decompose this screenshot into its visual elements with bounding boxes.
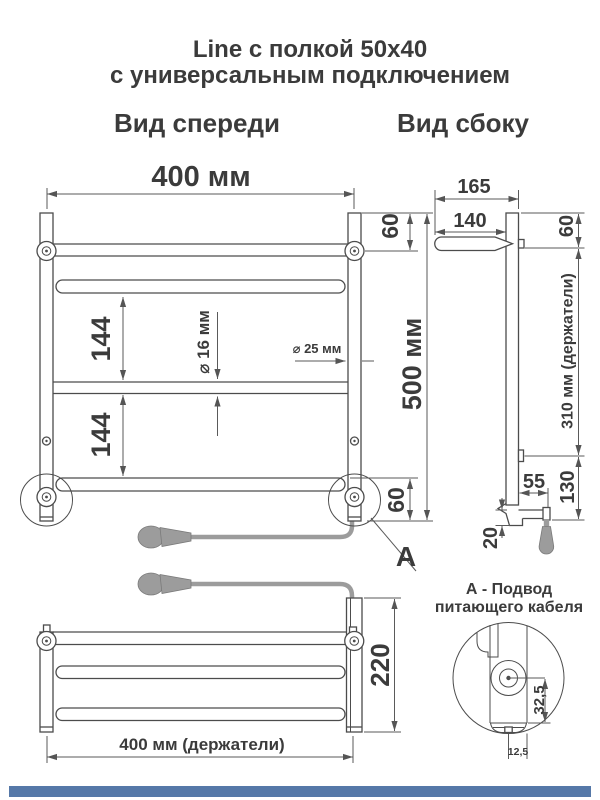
detail-a-title-1: А - Подвод <box>466 581 552 598</box>
detail-a-title-2: питающего кабеля <box>435 599 583 616</box>
power-plug-icon <box>538 526 555 555</box>
dim-front-right-lines <box>350 212 433 522</box>
dim-side-top-offset: 60 <box>556 215 578 237</box>
mid-screws <box>41 436 360 446</box>
dim-shelf-holder-width: 400 мм (держатели) <box>119 735 284 754</box>
wall-bracket-top-right <box>344 240 365 262</box>
front-view: 400 мм <box>20 161 433 603</box>
power-cable-shelf <box>137 572 355 603</box>
side-foot-outlet <box>496 502 555 555</box>
dim-detail-center-offset: 32,5 <box>531 685 548 714</box>
shelf-view: 220 400 мм (держатели) <box>36 597 401 763</box>
side-view-label: Вид сбоку <box>397 108 530 138</box>
shelf-holders <box>36 597 365 733</box>
detail-marker-label: А <box>396 541 416 572</box>
dim-front-height: 500 мм <box>397 318 427 411</box>
dim-side-holder-span: 310 мм (держатели) <box>560 273 577 429</box>
side-wall-mount-top <box>517 238 525 249</box>
dim-side-foot-height: 20 <box>480 527 502 549</box>
detail-callout-circles <box>20 473 381 527</box>
dim-side-lower-span: 130 <box>557 470 579 503</box>
dim-post-diameter: ⌀ 25 мм <box>293 341 342 356</box>
cable-connector <box>543 519 550 526</box>
dim-front-bottom-offset: 60 <box>383 487 409 513</box>
power-cable-front <box>137 518 355 549</box>
front-view-label: Вид спереди <box>114 108 280 138</box>
dim-side-top-lines <box>434 190 519 236</box>
dim-detail-cable-offset: 12,5 <box>508 746 529 758</box>
dim-rung-gap-2: 144 <box>86 412 116 457</box>
wall-bracket-top-left <box>36 240 57 262</box>
dim-rung-gap-1: 144 <box>86 316 116 361</box>
title-line-2: с универсальным подключением <box>110 62 510 89</box>
dim-tube-diameter: ⌀ 16 мм <box>194 310 213 374</box>
detail-a-circle <box>452 622 565 734</box>
page-title: Line с полкой 50х40 с универсальным подк… <box>110 36 510 89</box>
dim-side-outlet-depth: 55 <box>523 471 545 493</box>
dim-side-shelf-depth: 140 <box>453 210 486 232</box>
detail-a-geometry <box>476 624 528 734</box>
dim-shelf-height: 220 <box>365 643 395 686</box>
side-post <box>505 212 520 506</box>
dim-detail-lines <box>508 677 551 759</box>
accent-bar <box>9 786 591 797</box>
towel-rails <box>53 243 348 492</box>
dim-side-right-lines <box>519 212 585 521</box>
dim-front-top-offset: 60 <box>377 213 403 239</box>
detail-leader-line <box>370 517 417 572</box>
title-line-1: Line с полкой 50х40 <box>193 36 427 63</box>
dim-side-foot-lines <box>495 498 510 538</box>
dim-front-width-lines <box>46 188 355 209</box>
side-wall-mount-bottom <box>517 449 525 463</box>
dim-shelf-lines <box>46 597 401 763</box>
side-view: 165 140 60 310 мм (держатели) 130 55 <box>434 176 585 555</box>
dim-front-width: 400 мм <box>151 161 250 193</box>
detail-a: А - Подвод питающего кабеля 32,5 12,5 <box>435 581 583 759</box>
dim-side-total-depth: 165 <box>457 176 490 198</box>
side-shelf-arm <box>434 236 515 252</box>
shelf-rails <box>53 631 347 722</box>
